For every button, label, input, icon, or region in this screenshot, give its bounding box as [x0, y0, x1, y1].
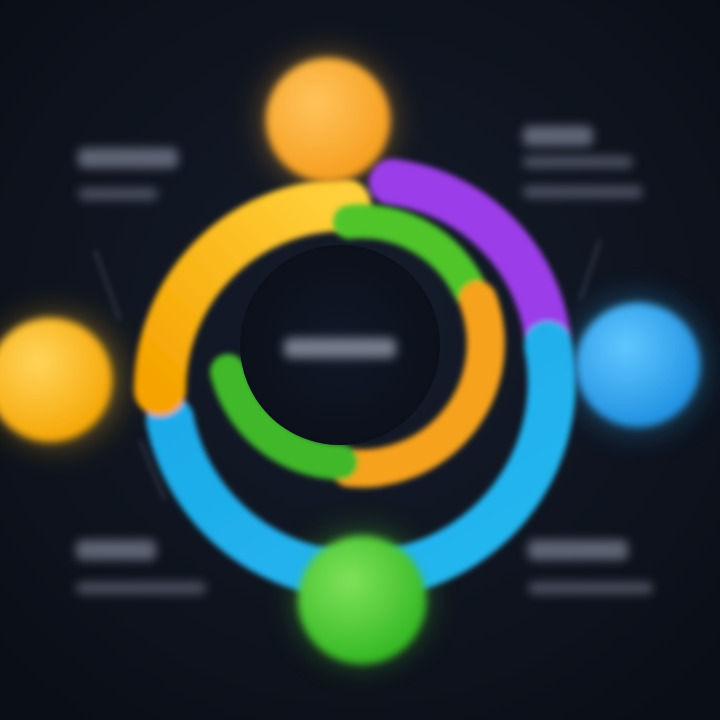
ring-segment-yellow: [134, 179, 371, 416]
center-label: [278, 326, 402, 368]
label-top-right: [515, 118, 665, 228]
inner-segment-green-top: [333, 204, 487, 307]
inner-segment-orange: [331, 281, 505, 488]
label-bottom-left: [68, 530, 218, 640]
node-bottom-green: [298, 536, 426, 664]
node-top-orange: [266, 58, 390, 182]
label-bottom-right: [520, 530, 670, 640]
label-top-left: [70, 140, 220, 250]
node-right-blue: [576, 303, 700, 427]
nodes: [0, 58, 700, 664]
node-left-yellow: [0, 318, 112, 442]
inner-ring: [210, 204, 505, 488]
ring-segment-purple: [369, 159, 571, 363]
inner-segment-green-bottom: [210, 354, 358, 480]
connector-lines: [93, 239, 602, 501]
